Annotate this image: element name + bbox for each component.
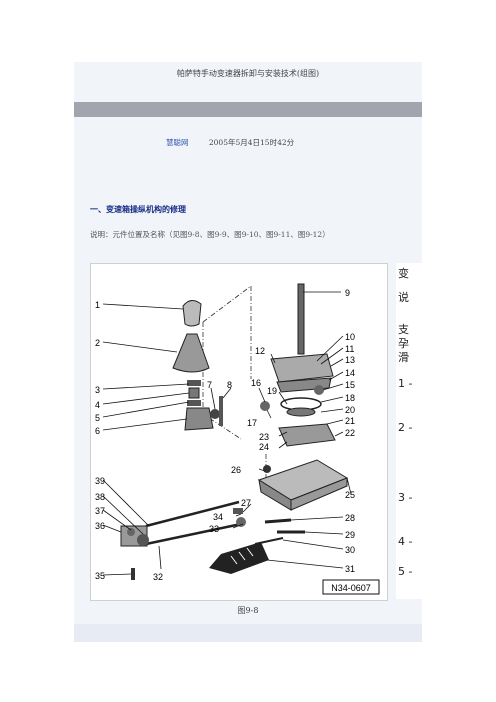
part-label: 20 (345, 405, 355, 415)
figure-code-box (322, 579, 380, 595)
side-char: 1 - (398, 377, 413, 390)
side-char: 孕 (398, 337, 409, 350)
footer-bar (74, 624, 422, 642)
figure-code: N34-0607 (331, 583, 371, 593)
part-label: 21 (345, 416, 355, 426)
part-label: 24 (259, 442, 269, 452)
side-char: 支 (398, 323, 409, 336)
section-heading: 一、变速箱操纵机构的修理 (90, 204, 186, 214)
part-label: 35 (95, 571, 105, 581)
part-label: 29 (345, 530, 355, 540)
part-label: 38 (95, 492, 105, 502)
part-label: 1 (95, 300, 100, 310)
part-label: 10 (345, 332, 355, 342)
part-label: 16 (251, 378, 261, 388)
header-divider-bar (74, 102, 422, 117)
part-label: 19 (267, 386, 277, 396)
part-label: 11 (345, 344, 354, 354)
publish-date: 2005年5月4日15时42分 (208, 138, 295, 147)
part-label: 2 (95, 338, 100, 348)
part-label: 8 (227, 380, 232, 390)
part-label: 31 (345, 564, 355, 574)
part-label: 26 (231, 465, 241, 475)
side-char: 滑 (398, 351, 409, 364)
part-label: 13 (345, 355, 355, 365)
side-char: 说 (398, 291, 409, 304)
part-label: 7 (207, 380, 212, 390)
part-label: 22 (345, 428, 355, 438)
part-label: 3 (95, 385, 100, 395)
part-label: 18 (345, 393, 355, 403)
part-label: 33 (209, 524, 219, 534)
part-label: 9 (345, 288, 350, 298)
cropped-side-text: 变 说 支 孕 滑 1 - 2 - 3 - 4 - 5 - (396, 263, 422, 599)
side-char: 变 (398, 267, 409, 280)
part-label: 27 (241, 498, 251, 508)
part-labels: 1 2 3 4 5 6 7 8 9 10 11 12 13 14 15 16 1… (95, 288, 355, 582)
part-label: 14 (345, 368, 355, 378)
part-label: 25 (345, 490, 355, 500)
article-meta: 慧聪网 2005年5月4日15时42分 (166, 137, 294, 148)
side-char: 3 - (398, 491, 413, 504)
side-char: 5 - (398, 565, 413, 578)
part-label: 34 (213, 512, 223, 522)
figure-caption: 图9-8 (237, 606, 259, 615)
part-label: 12 (255, 346, 265, 356)
side-char: 4 - (398, 535, 413, 548)
exploded-diagram: 1 2 3 4 5 6 7 8 9 10 11 12 13 14 15 16 1… (90, 263, 388, 601)
description-text: 说明：元件位置及名称（见图9-8、图9-9、图9-10、图9-11、图9-12） (90, 230, 330, 239)
part-label: 6 (95, 426, 100, 436)
part-label: 28 (345, 513, 355, 523)
part-label: 23 (259, 432, 269, 442)
part-label: 39 (95, 476, 105, 486)
article-title: 帕萨特手动变速器拆卸与安装技术(组图) (176, 69, 320, 78)
part-label: 36 (95, 521, 105, 531)
source-link[interactable]: 慧聪网 (166, 138, 189, 147)
part-label: 17 (247, 418, 257, 428)
diagram-svg: 1 2 3 4 5 6 7 8 9 10 11 12 13 14 15 16 1… (95, 283, 380, 595)
part-label: 32 (153, 572, 163, 582)
part-label: 37 (95, 506, 105, 516)
side-char: 2 - (398, 421, 413, 434)
part-label: 15 (345, 380, 355, 390)
part-label: 5 (95, 413, 100, 423)
part-label: 4 (95, 400, 100, 410)
part-label: 30 (345, 545, 355, 555)
